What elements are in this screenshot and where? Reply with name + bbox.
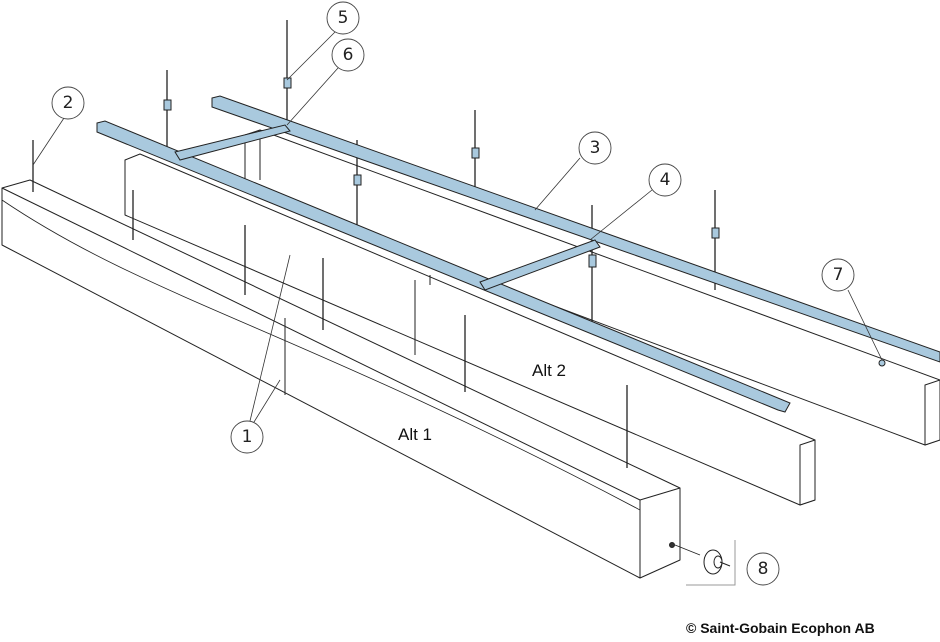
- label-alt2: Alt 2: [532, 361, 566, 380]
- svg-text:3: 3: [590, 138, 601, 158]
- callout-5: 5: [326, 1, 360, 35]
- callout-8: 8: [746, 552, 780, 586]
- callout-4: 4: [648, 163, 682, 197]
- callout-6: 6: [331, 38, 365, 72]
- svg-text:1: 1: [242, 427, 253, 447]
- svg-text:8: 8: [758, 559, 769, 579]
- svg-text:7: 7: [833, 265, 844, 285]
- svg-text:2: 2: [63, 93, 74, 113]
- callout-1: 1: [230, 420, 264, 454]
- main-rail-back: [211, 95, 940, 363]
- board-alt2: [124, 153, 816, 506]
- rails: [96, 95, 940, 413]
- callout-3: 3: [578, 131, 612, 165]
- end-cap-component: [674, 540, 736, 586]
- leader-lines: [32, 31, 883, 423]
- svg-text:6: 6: [343, 45, 354, 65]
- copyright-notice: © Saint-Gobain Ecophon AB: [686, 620, 875, 636]
- callout-2: 2: [51, 86, 85, 120]
- main-rail-front: [96, 120, 791, 413]
- board-alt1: [1, 179, 681, 579]
- cross-bar-2: [479, 239, 601, 291]
- svg-text:4: 4: [660, 170, 671, 190]
- callout-7: 7: [821, 258, 855, 292]
- svg-text:5: 5: [338, 8, 349, 28]
- label-alt1: Alt 1: [398, 425, 432, 444]
- clips: [163, 77, 886, 367]
- cross-bar-1: [174, 124, 291, 161]
